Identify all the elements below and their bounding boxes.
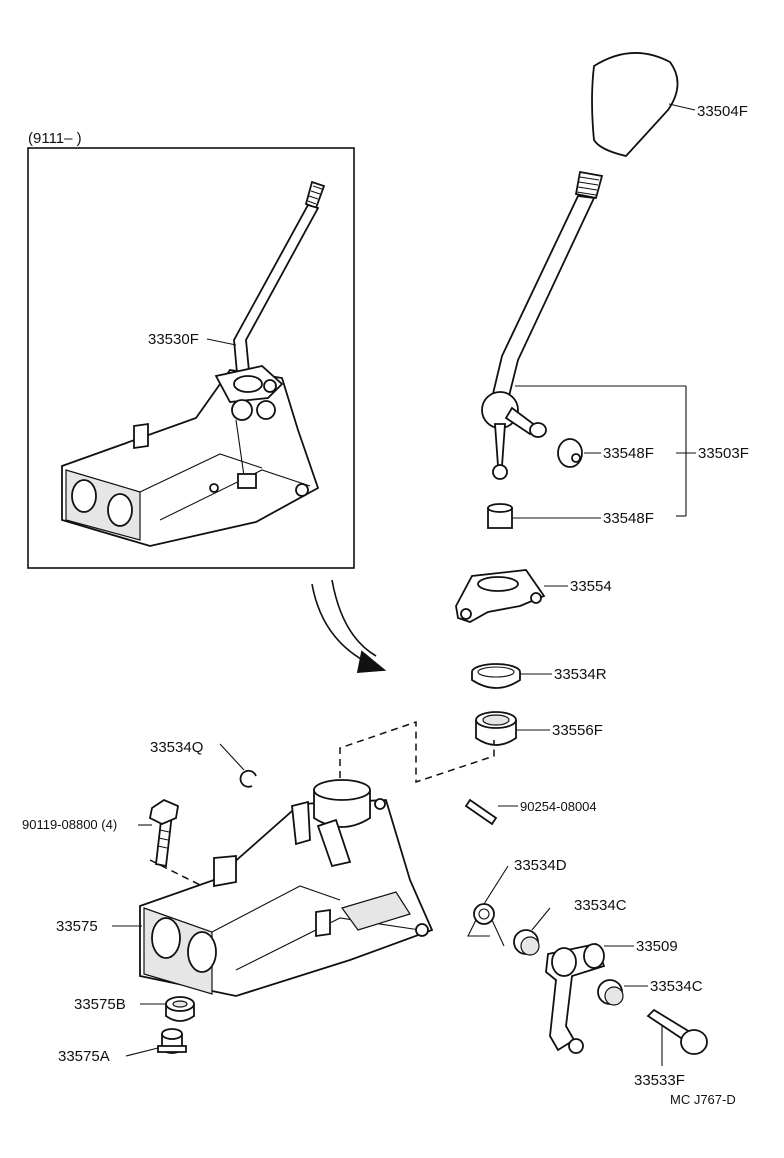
ball-seat-upper [557,438,583,468]
alignment-line [339,720,495,790]
label-33534R: 33534R [554,666,607,683]
mounting-bolt [148,798,180,868]
label-33534Q: 33534Q [150,739,203,756]
pin [464,798,498,826]
label-33503F: 33503F [698,445,749,462]
shaft-pin [646,1008,708,1055]
inset-panel: (9111– ) 33530F [27,130,355,569]
ball-seat-lower [487,503,513,529]
shift-lever [481,170,604,480]
label-33534C-lower: 33534C [650,978,703,995]
label-33534D: 33534D [514,857,567,874]
seat-ring [471,663,521,689]
lever-bushing [475,711,517,746]
inset-frame [27,147,355,569]
shift-lever-bracket [139,779,434,997]
label-90119-08800: 90119-08800 (4) [22,817,117,832]
label-33509: 33509 [636,938,678,955]
return-spring [467,903,505,947]
label-33534C-upper: 33534C [574,897,627,914]
label-33548F-upper: 33548F [603,445,654,462]
label-33548F-lower: 33548F [603,510,654,527]
label-33530F: 33530F [148,331,199,348]
diagram-code: MC J767-D [670,1092,736,1107]
collar [157,1028,187,1054]
assembly-arrow [311,579,387,673]
label-90254-08004: 90254-08004 [520,799,597,814]
lever-retainer [455,569,546,623]
label-33575B: 33575B [74,996,126,1013]
label-33556F: 33556F [552,722,603,739]
shift-lever-arm [545,942,606,1054]
label-33533F: 33533F [634,1072,685,1089]
label-33554: 33554 [570,578,612,595]
label-33504F: 33504F [697,103,748,120]
inset-shift-lever [233,180,326,386]
grommet [165,996,195,1022]
shift-knob [591,52,679,157]
label-33575: 33575 [56,918,98,935]
label-33575A: 33575A [58,1048,110,1065]
inset-bracket-assembly [61,365,320,547]
bushing-lower [597,979,624,1006]
bushing-upper [513,929,540,956]
e-clip [239,769,257,788]
inset-date-label: (9111– ) [28,130,82,147]
